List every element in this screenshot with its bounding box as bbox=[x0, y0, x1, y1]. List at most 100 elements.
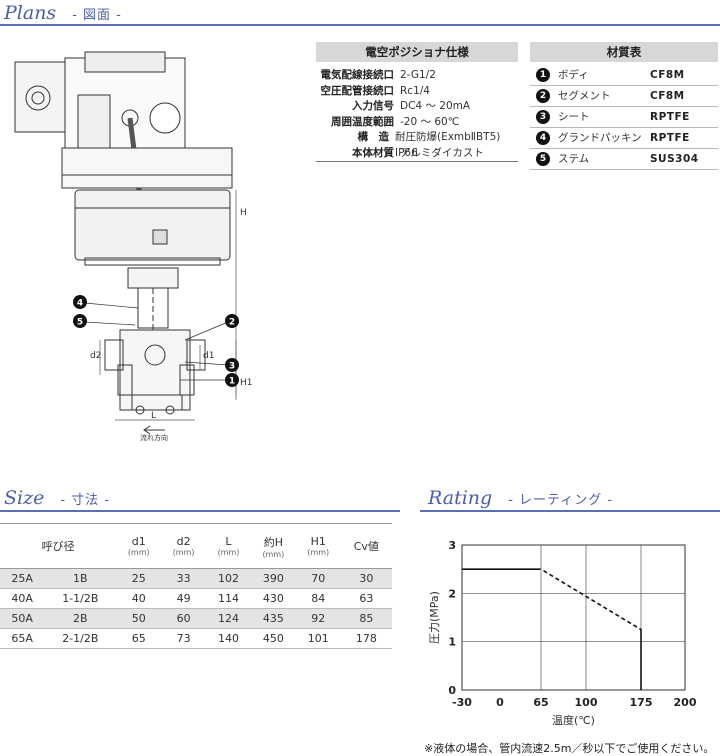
rating-series-line bbox=[462, 568, 642, 690]
table-cell: 65 bbox=[116, 628, 162, 649]
table-cell: 65A bbox=[0, 628, 45, 649]
callout-1: 1 bbox=[229, 377, 235, 387]
table-cell: 60 bbox=[161, 608, 207, 629]
table-cell: 49 bbox=[161, 588, 207, 609]
plot-frame bbox=[461, 544, 686, 691]
table-cell: 430 bbox=[250, 588, 296, 609]
table-cell: 2B bbox=[44, 608, 117, 629]
size-col-header: 約H(mm) bbox=[250, 523, 296, 569]
table-cell: 1B bbox=[44, 568, 117, 589]
table-cell: 102 bbox=[206, 568, 251, 589]
table-cell: 50 bbox=[116, 608, 162, 629]
size-col-header: d2(mm) bbox=[161, 523, 207, 569]
size-col-header: H1(mm) bbox=[295, 523, 341, 569]
plans-title: Plans bbox=[4, 2, 57, 24]
spec-row: 構 造耐圧防爆(ExmbⅡBT5) IP66 bbox=[357, 131, 501, 159]
spec-row: 周囲温度範囲-20 〜 60℃ bbox=[331, 115, 460, 128]
callout-2: 2 bbox=[229, 318, 235, 328]
dim-H: H bbox=[240, 208, 247, 218]
y-axis-label: 圧力(MPa) bbox=[428, 591, 441, 644]
plans-rule bbox=[0, 24, 720, 26]
callout-4: 4 bbox=[77, 299, 83, 309]
callout-3: 3 bbox=[229, 362, 235, 372]
x-tick-label: -30 bbox=[452, 696, 472, 709]
x-axis-label: 温度(℃) bbox=[552, 713, 595, 727]
table-cell: 50A bbox=[0, 608, 45, 629]
positioner-spec-title: 電空ポジショナ仕様 bbox=[316, 42, 518, 62]
dim-d2: d2 bbox=[90, 351, 101, 361]
table-cell: 30 bbox=[340, 568, 392, 589]
table-cell: 70 bbox=[295, 568, 341, 589]
x-tick-label: 200 bbox=[674, 696, 697, 709]
rating-title: Rating bbox=[428, 487, 493, 509]
table-cell: 1-1/2B bbox=[44, 588, 117, 609]
dim-H1: H1 bbox=[240, 378, 253, 388]
size-title: Size bbox=[4, 487, 45, 509]
valve-drawing: 4 5 2 3 1 H H1 L d2 d1 流れ方向 bbox=[14, 51, 253, 442]
table-cell: 124 bbox=[206, 608, 251, 629]
materials-title: 材質表 bbox=[530, 42, 718, 62]
size-rule bbox=[0, 510, 400, 512]
plans-header: Plans - 図面 - bbox=[4, 2, 122, 24]
x-tick-label: 175 bbox=[630, 696, 653, 709]
size-col-header: d1(mm) bbox=[116, 523, 162, 569]
table-cell: 450 bbox=[250, 628, 296, 649]
table-cell: 101 bbox=[295, 628, 341, 649]
dim-L: L bbox=[151, 411, 156, 421]
y-tick-label: 0 bbox=[448, 684, 456, 697]
table-cell: 2-1/2B bbox=[44, 628, 117, 649]
table-cell: 40A bbox=[0, 588, 45, 609]
size-col-header: Cv値 bbox=[340, 523, 392, 569]
size-subtitle: - 寸法 - bbox=[60, 493, 111, 508]
table-cell: 85 bbox=[340, 608, 392, 629]
x-tick-label: 0 bbox=[496, 696, 504, 709]
y-tick-label: 1 bbox=[448, 636, 456, 649]
table-cell: 33 bbox=[161, 568, 207, 589]
table-cell: 73 bbox=[161, 628, 207, 649]
table-cell: 435 bbox=[250, 608, 296, 629]
rating-header: Rating - レーティング - bbox=[428, 487, 613, 509]
table-cell: 63 bbox=[340, 588, 392, 609]
rating-subtitle: - レーティング - bbox=[508, 493, 614, 508]
spec-row: 本体材質アルミダイカスト bbox=[316, 146, 518, 162]
table-cell: 84 bbox=[295, 588, 341, 609]
rating-rule bbox=[420, 510, 720, 512]
rating-series-dash bbox=[540, 568, 642, 631]
size-header: Size - 寸法 - bbox=[4, 487, 110, 509]
y-tick-label: 3 bbox=[448, 539, 456, 552]
table-cell: 25A bbox=[0, 568, 45, 589]
plans-subtitle: - 図面 - bbox=[72, 8, 122, 23]
size-table: 呼び径 d1(mm) d2(mm) L(mm) 約H(mm) H1(mm) Cv… bbox=[0, 523, 392, 649]
x-tick-label: 65 bbox=[533, 696, 548, 709]
table-cell: 178 bbox=[340, 628, 392, 649]
size-col-header: L(mm) bbox=[206, 523, 251, 569]
flow-direction-label: 流れ方向 bbox=[140, 433, 168, 442]
callout-5: 5 bbox=[77, 318, 83, 328]
size-col-header: 呼び径 bbox=[0, 523, 117, 569]
table-cell: 390 bbox=[250, 568, 296, 589]
footnote: ※液体の場合、管内流速2.5m／秒以下でご使用ください。 bbox=[424, 742, 715, 755]
table-cell: 140 bbox=[206, 628, 251, 649]
dim-d1: d1 bbox=[203, 351, 214, 361]
table-cell: 40 bbox=[116, 588, 162, 609]
table-cell: 92 bbox=[295, 608, 341, 629]
x-tick-label: 100 bbox=[575, 696, 598, 709]
y-tick-label: 2 bbox=[448, 587, 456, 600]
table-cell: 114 bbox=[206, 588, 251, 609]
table-cell: 25 bbox=[116, 568, 162, 589]
